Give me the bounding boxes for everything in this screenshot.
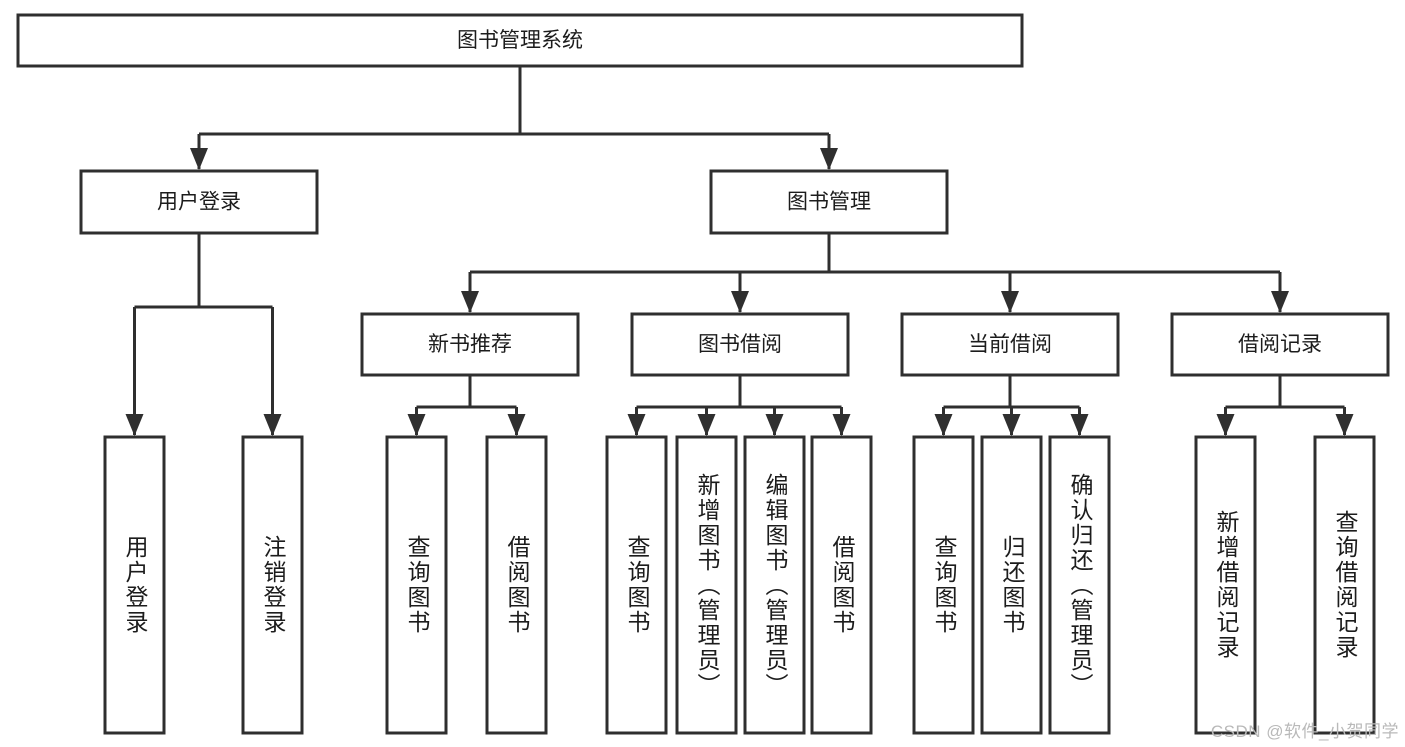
arrow-head-borrow-record	[1271, 291, 1289, 313]
node-leaf-query-book-1[interactable]	[385, 435, 448, 735]
node-leaf-add-book-rect	[675, 435, 738, 735]
node-leaf-query-book-2-rect	[605, 435, 668, 735]
arrow-head-leaf-borrow-book-2	[832, 414, 851, 436]
node-book-manage-rect	[709, 169, 949, 235]
node-leaf-query-record-rect	[1313, 435, 1376, 735]
node-leaf-borrow-book-2-rect	[810, 435, 873, 735]
node-book-borrow-label: 图书借阅	[698, 333, 782, 356]
arrow-head-leaf-query-record	[1335, 414, 1354, 436]
arrow-head-leaf-return-book	[1002, 414, 1021, 436]
arrow-head-book-borrow	[731, 291, 749, 313]
node-leaf-edit-book[interactable]	[743, 435, 806, 735]
node-leaf-add-record-rect	[1194, 435, 1257, 735]
node-leaf-confirm-return-rect	[1048, 435, 1111, 735]
node-user-login-rect	[79, 169, 319, 235]
node-leaf-query-book-3-rect	[912, 435, 975, 735]
node-leaf-query-book-1-rect	[385, 435, 448, 735]
node-current-borrow-label: 当前借阅	[968, 333, 1052, 356]
node-book-borrow[interactable]	[630, 312, 850, 377]
arrow-head-leaf-query-book-2	[627, 414, 646, 436]
node-leaf-borrow-book-1[interactable]	[485, 435, 548, 735]
node-user-login[interactable]	[79, 169, 319, 235]
node-leaf-confirm-return[interactable]	[1048, 435, 1111, 735]
node-leaf-add-record[interactable]	[1194, 435, 1257, 735]
arrow-head-new-book-rec	[461, 291, 479, 313]
arrow-head-leaf-query-book-3	[934, 414, 953, 436]
node-leaf-add-book[interactable]	[675, 435, 738, 735]
arrow-head-user-login	[190, 148, 208, 170]
node-root-rect	[16, 13, 1024, 68]
node-leaf-return-book-rect	[980, 435, 1043, 735]
node-leaf-return-book[interactable]	[980, 435, 1043, 735]
arrow-head-leaf-add-book	[697, 414, 716, 436]
node-leaf-query-book-3[interactable]	[912, 435, 975, 735]
node-user-login-label: 用户登录	[157, 191, 241, 214]
arrow-head-leaf-borrow-book-1	[507, 414, 526, 436]
node-new-book-rec-label: 新书推荐	[428, 333, 512, 356]
node-book-manage-label: 图书管理	[787, 191, 871, 214]
node-borrow-record[interactable]	[1170, 312, 1390, 377]
arrow-head-leaf-logout	[263, 414, 282, 436]
arrow-head-book-manage	[820, 148, 838, 170]
node-current-borrow-rect	[900, 312, 1120, 377]
node-leaf-logout-rect	[241, 435, 304, 735]
arrow-head-current-borrow	[1001, 291, 1019, 313]
node-leaf-query-book-2[interactable]	[605, 435, 668, 735]
node-leaf-borrow-book-2[interactable]	[810, 435, 873, 735]
watermark-text: CSDN @软件_小贺同学	[1210, 722, 1399, 741]
node-leaf-logout[interactable]	[241, 435, 304, 735]
arrow-head-leaf-edit-book	[765, 414, 784, 436]
node-root-label: 图书管理系统	[457, 29, 583, 52]
node-leaf-query-record[interactable]	[1313, 435, 1376, 735]
node-current-borrow[interactable]	[900, 312, 1120, 377]
node-leaf-user-login-rect	[103, 435, 166, 735]
connector-layer	[125, 66, 1354, 436]
node-book-manage[interactable]	[709, 169, 949, 235]
node-root[interactable]	[16, 13, 1024, 68]
arrow-head-leaf-add-record	[1216, 414, 1235, 436]
node-leaf-borrow-book-1-rect	[485, 435, 548, 735]
node-book-borrow-rect	[630, 312, 850, 377]
node-borrow-record-label: 借阅记录	[1238, 333, 1322, 356]
node-new-book-rec-rect	[360, 312, 580, 377]
node-borrow-record-rect	[1170, 312, 1390, 377]
arrow-head-leaf-user-login	[125, 414, 144, 436]
node-leaf-user-login[interactable]	[103, 435, 166, 735]
node-new-book-rec[interactable]	[360, 312, 580, 377]
arrow-head-leaf-query-book-1	[407, 414, 426, 436]
node-leaf-edit-book-rect	[743, 435, 806, 735]
arrow-head-leaf-confirm-return	[1070, 414, 1089, 436]
